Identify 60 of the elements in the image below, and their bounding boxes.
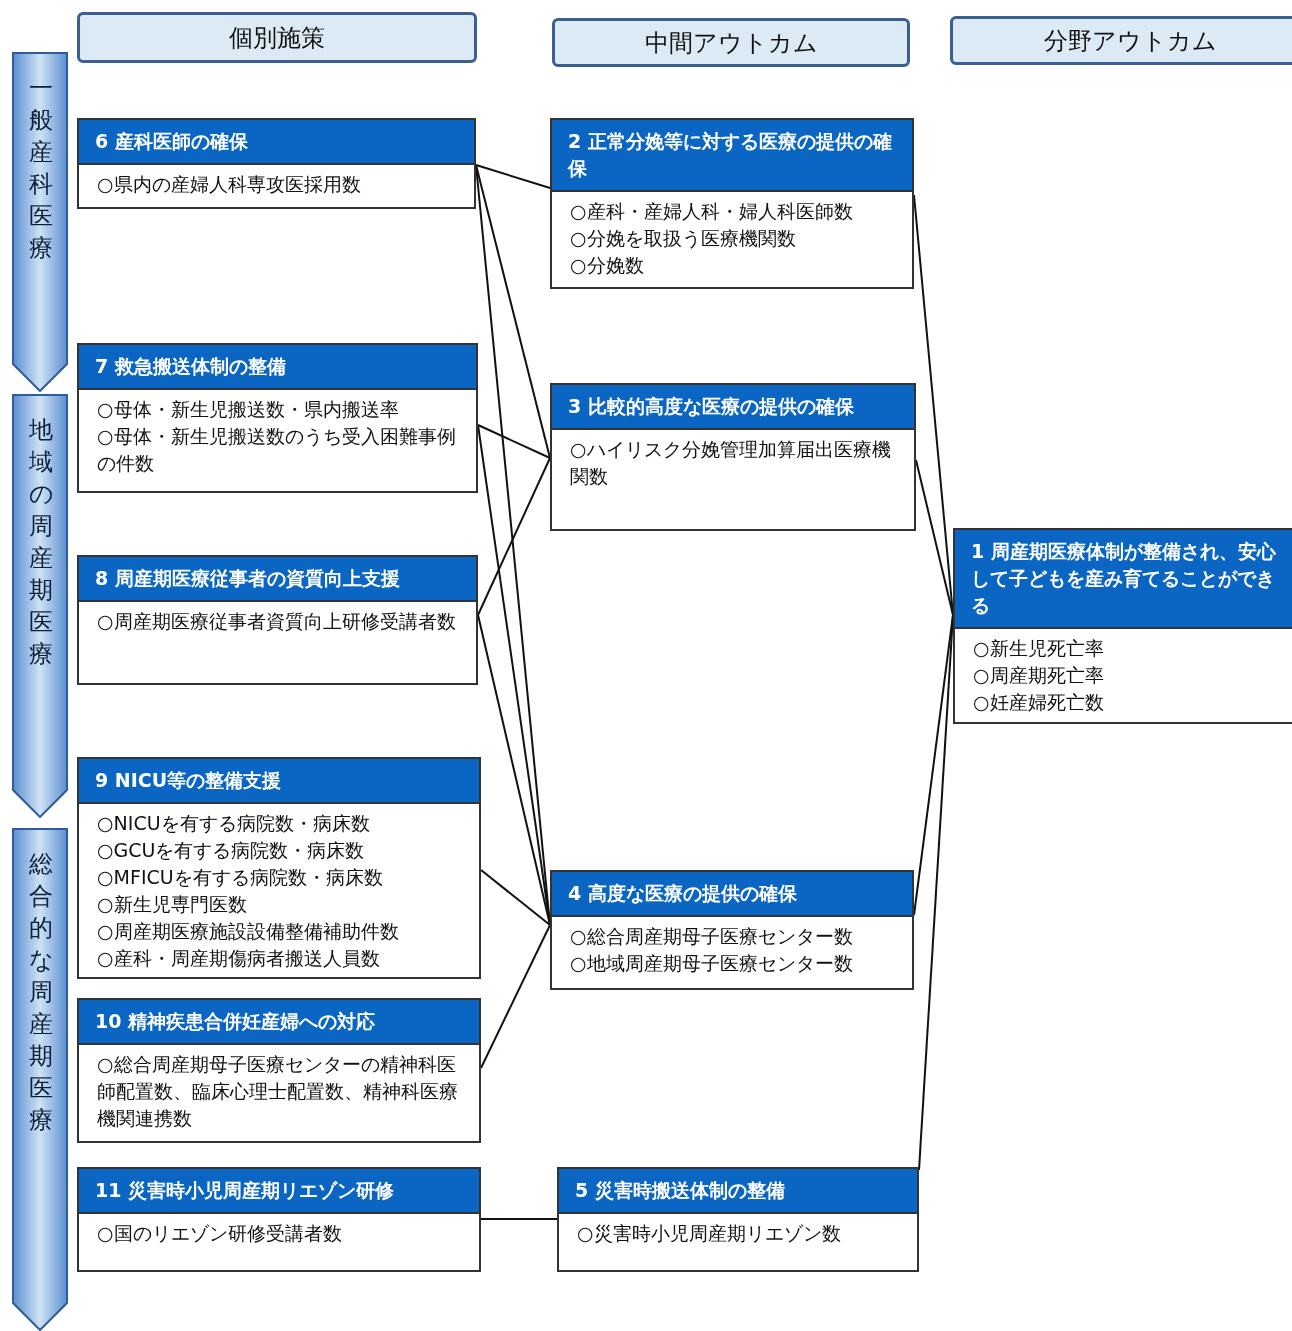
indicator-item: ○県内の産婦人科専攻医採用数 <box>97 172 362 197</box>
box-heading: 5 災害時搬送体制の整備 <box>559 1169 917 1214</box>
indicator-item: ○新生児死亡率 <box>973 636 1105 661</box>
indicator-box <box>77 118 476 209</box>
column-header: 中間アウトカム <box>552 18 910 67</box>
indicator-item: ○母体・新生児搬送数・県内搬送率 <box>97 397 400 422</box>
connector-line <box>480 924 551 1069</box>
connector-line <box>477 457 551 616</box>
indicator-item: ○周産期医療従事者資質向上研修受講者数 <box>97 609 457 634</box>
indicator-item: ○総合周産期母子医療センター数 <box>570 924 854 949</box>
indicator-box <box>77 343 478 493</box>
box-heading: 2 正常分娩等に対する医療の提供の確保 <box>552 120 912 192</box>
indicator-item: ○分娩数 <box>570 253 645 278</box>
indicator-item: ○妊産婦死亡数 <box>973 690 1105 715</box>
indicator-box <box>550 383 916 531</box>
box-heading: 9 NICU等の整備支援 <box>79 759 479 804</box>
chevron-band <box>12 828 68 1331</box>
column-header: 分野アウトカム <box>950 16 1292 65</box>
indicator-box <box>77 1167 481 1272</box>
box-heading: 6 産科医師の確保 <box>79 120 474 165</box>
box-heading: 4 高度な医療の提供の確保 <box>552 872 912 917</box>
band-label: 総合的な周産期医療 <box>28 849 54 1136</box>
indicator-item: ○地域周産期母子医療センター数 <box>570 951 854 976</box>
indicator-item: ○NICUを有する病院数・病床数 <box>97 811 371 836</box>
indicator-item: ○MFICUを有する病院数・病床数 <box>97 865 384 890</box>
connector-line <box>480 869 551 926</box>
column-header: 個別施策 <box>77 12 477 63</box>
connector-line <box>475 164 551 189</box>
chevron-band <box>12 52 68 392</box>
indicator-item: ○産科・産婦人科・婦人科医師数 <box>570 199 854 224</box>
indicator-item: ○GCUを有する病院数・病床数 <box>97 838 366 863</box>
indicator-item: ○総合周産期母子医療センターの精神科医師配置数、臨床心理士配置数、精神科医療機関連携数 <box>97 1052 459 1131</box>
indicator-item: ○国のリエゾン研修受講者数 <box>97 1221 343 1246</box>
indicator-item: ○産科・周産期傷病者搬送人員数 <box>97 946 381 971</box>
box-heading: 8 周産期医療従事者の資質向上支援 <box>79 557 476 602</box>
indicator-box <box>550 118 914 289</box>
connector-line <box>918 614 954 1171</box>
indicator-item: ○ハイリスク分娩管理加算届出医療機関数 <box>570 437 892 489</box>
box-heading: 7 救急搬送体制の整備 <box>79 345 476 390</box>
indicator-item: ○新生児専門医数 <box>97 892 248 917</box>
chevron-band <box>12 394 68 818</box>
indicator-item: ○周産期死亡率 <box>973 663 1105 688</box>
band-label: 地域の周産期医療 <box>28 415 54 670</box>
indicator-box <box>77 998 481 1143</box>
band-label: 一般産科医療 <box>28 73 54 264</box>
indicator-item: ○母体・新生児搬送数のうち受入困難事例の件数 <box>97 424 457 476</box>
indicator-box <box>557 1167 919 1272</box>
indicator-item: ○災害時小児周産期リエゾン数 <box>577 1221 842 1246</box>
indicator-box <box>77 555 478 685</box>
indicator-box <box>77 757 481 979</box>
box-heading: 11 災害時小児周産期リエゾン研修 <box>79 1169 479 1214</box>
box-heading: 1 周産期医療体制が整備され、安心して子どもを産み育てることができる <box>955 530 1292 629</box>
box-heading: 10 精神疾患合併妊産婦への対応 <box>79 1000 479 1045</box>
indicator-item: ○周産期医療施設設備整備補助件数 <box>97 919 400 944</box>
indicator-item: ○分娩を取扱う医療機関数 <box>570 226 797 251</box>
box-heading: 3 比較的高度な医療の提供の確保 <box>552 385 914 430</box>
indicator-box <box>953 528 1292 724</box>
indicator-box <box>550 870 914 990</box>
connector-line <box>480 1218 558 1220</box>
connector-line <box>477 424 551 459</box>
